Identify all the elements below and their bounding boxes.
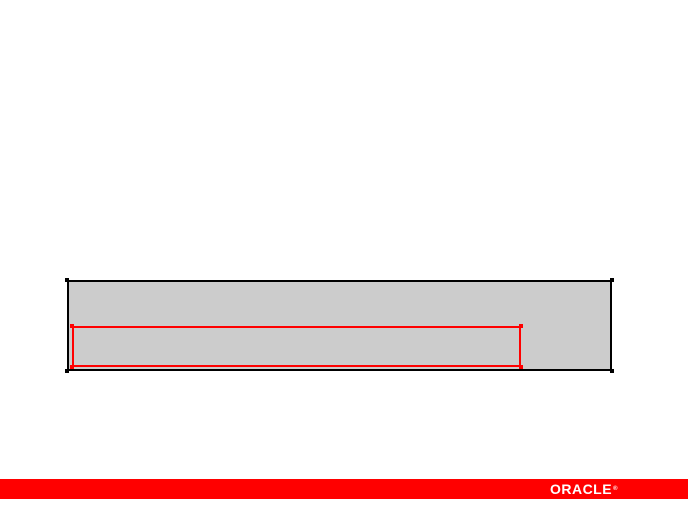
highlight-corner-bottom-left bbox=[70, 365, 74, 369]
highlight-corner-bottom-right bbox=[519, 365, 523, 369]
registered-mark: ® bbox=[613, 486, 618, 492]
oracle-logo: ORACLE® bbox=[550, 480, 618, 498]
highlight-box bbox=[72, 326, 521, 367]
highlight-corner-top-left bbox=[70, 324, 74, 328]
panel-corner-bottom-right bbox=[610, 369, 614, 373]
footer-bar: ORACLE® bbox=[0, 479, 688, 499]
highlight-corner-top-right bbox=[519, 324, 523, 328]
oracle-logo-text: ORACLE bbox=[549, 481, 613, 497]
panel-corner-bottom-left bbox=[65, 369, 69, 373]
panel-corner-top-left bbox=[65, 278, 69, 282]
panel-corner-top-right bbox=[610, 278, 614, 282]
